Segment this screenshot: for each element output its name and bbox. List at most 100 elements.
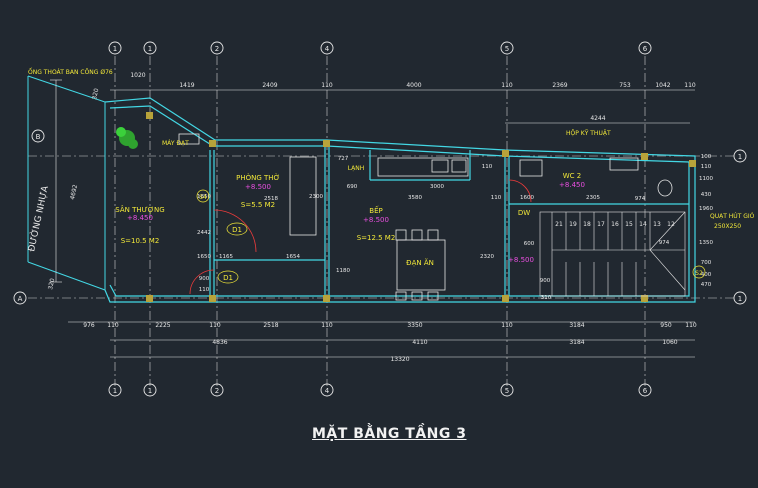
door-swings: [189, 179, 532, 295]
idim-4: 110: [491, 195, 502, 201]
idim-20: 900: [540, 278, 551, 284]
room-area-bep: S=12.5 M2: [357, 234, 396, 242]
dim-top-5: 4000: [406, 82, 421, 89]
idim-30: 700: [701, 260, 712, 266]
door-tag-1: D1: [232, 226, 242, 234]
room-name-phong-tho: PHÒNG THỜ: [236, 173, 280, 182]
dimension-texts: 1020 1419 2409 110 4000 110 2369 753 104…: [83, 72, 697, 363]
idim-13: 974: [635, 196, 646, 202]
diag-dim-2: 4692: [69, 184, 79, 201]
dim-bottom-row2-1: 4836: [212, 339, 227, 346]
drawing-title: MẶT BẰNG TẦNG 3: [312, 426, 467, 442]
grid-bubbles: [13, 41, 747, 397]
tags: D1 D1 S4 S2 DW LẠNH: [196, 165, 706, 284]
walls: [104, 97, 696, 303]
idim-17: 1100: [699, 176, 713, 182]
idim-21: 110: [199, 287, 210, 293]
stair-num-8: 13: [653, 221, 661, 228]
idim-16: 1650: [197, 254, 211, 260]
window-tag-s4: S4: [199, 194, 207, 201]
stair-num-5: 16: [611, 221, 619, 228]
dim-top-4: 110: [321, 82, 333, 89]
dim-bottom-4: 110: [209, 322, 221, 329]
idim-29: 1960: [699, 206, 713, 212]
grid-label-top-6: 6: [643, 45, 648, 53]
idim-9: 1180: [336, 268, 350, 274]
grid-label-bottom-3: 2: [215, 387, 219, 395]
room-labels: SÂN THƯỢNG +8.450 S=10.5 M2 PHÒNG THỜ +8…: [115, 172, 585, 267]
interior-dims: 690 3000 3580 110 2518 2300 1850 1654 11…: [197, 154, 713, 301]
room-level-wc2: +8.450: [559, 181, 585, 189]
room-name-wc2: WC 2: [563, 172, 582, 180]
door-tag-2: D1: [223, 274, 233, 282]
dim-top-10: 110: [684, 82, 696, 89]
dim-bottom-row2-2: 4110: [412, 339, 427, 346]
idim-25: 310: [541, 295, 552, 301]
idim-22: 600: [524, 241, 535, 247]
pipe-note: ỐNG THOÁT BAN CÔNG Ø76: [28, 68, 113, 76]
room-name-san-thuong: SÂN THƯỢNG: [115, 205, 164, 214]
dim-top-1: 1020: [130, 72, 145, 79]
dim-bottom-10: 950: [660, 322, 672, 329]
grid-label-bottom-5: 5: [505, 387, 509, 395]
notes: ỐNG THOÁT BAN CÔNG Ø76 MÁY ĐẠT HỘP KỸ TH…: [28, 68, 755, 230]
grid-label-right-1: 1: [738, 153, 742, 161]
idim-6: 2300: [309, 194, 323, 200]
duct-note: HỘP KỸ THUẬT: [566, 130, 611, 137]
dim-bottom-3: 2225: [155, 322, 170, 329]
dim-bottom-7: 3350: [407, 322, 422, 329]
grid-label-top-4: 4: [325, 45, 330, 53]
diag-dim-1: 320: [91, 88, 100, 101]
site-boundary: [27, 75, 106, 291]
grid-label-top-5: 5: [505, 45, 509, 53]
plant-icon: [116, 127, 138, 149]
stair-numbers: 21 19 18 17 16 15 14 13 12: [555, 221, 675, 228]
dim-top-9: 1042: [655, 82, 670, 89]
stair-num-7: 14: [639, 221, 647, 228]
idim-1: 690: [347, 184, 358, 190]
idim-27: 100: [701, 154, 712, 160]
diag-dimension: [50, 79, 62, 283]
grid-label-top-1: 1: [113, 45, 117, 53]
idim-24: 2442: [197, 230, 211, 236]
room-area-san-thuong: S=10.5 M2: [121, 237, 160, 245]
dim-bottom-2: 110: [107, 322, 119, 329]
grid-label-top-3: 2: [215, 45, 219, 53]
stairs: [539, 211, 686, 297]
idim-12: 2305: [586, 195, 600, 201]
columns: [146, 112, 696, 302]
ac-label: MÁY ĐẠT: [162, 140, 189, 147]
grid-label-bottom-6: 6: [643, 387, 648, 395]
fan-note: QUẠT HÚT GIÓ: [710, 213, 755, 220]
dim-bottom-5: 2518: [263, 322, 278, 329]
idim-10: 2320: [480, 254, 494, 260]
grid-label-bottom-2: 1: [148, 387, 152, 395]
grid-label-right-2: 1: [738, 295, 742, 303]
dim-top-8: 753: [619, 82, 631, 89]
room-level-bep: +8.500: [363, 216, 389, 224]
dim-top-3: 2409: [262, 82, 277, 89]
idim-15: 110: [482, 164, 493, 170]
door-tag-dw: DW: [518, 209, 530, 217]
dim-top-6: 110: [501, 82, 513, 89]
idim-33: 1350: [699, 240, 713, 246]
room-name-dan-an: ĐẠN ĂN: [406, 258, 434, 267]
stair-num-3: 18: [583, 221, 591, 228]
idim-14: 974: [659, 240, 670, 246]
dim-top-second: 4244: [590, 115, 605, 122]
idim-26: 727: [338, 156, 349, 162]
dim-bottom-row2-3: 3184: [569, 339, 584, 346]
level-mid: +8.500: [508, 256, 534, 264]
idim-8: 1654: [286, 254, 300, 260]
stair-num-1: 21: [555, 221, 563, 228]
dim-bottom-9: 3184: [569, 322, 584, 329]
idim-32: 470: [701, 282, 712, 288]
grid-lines: [28, 56, 735, 386]
fan-size: 250X250: [714, 223, 741, 230]
stair-num-2: 19: [569, 221, 577, 228]
idim-28: 110: [701, 164, 712, 170]
dim-bottom-11: 110: [685, 322, 697, 329]
fridge-label: LẠNH: [348, 165, 364, 172]
